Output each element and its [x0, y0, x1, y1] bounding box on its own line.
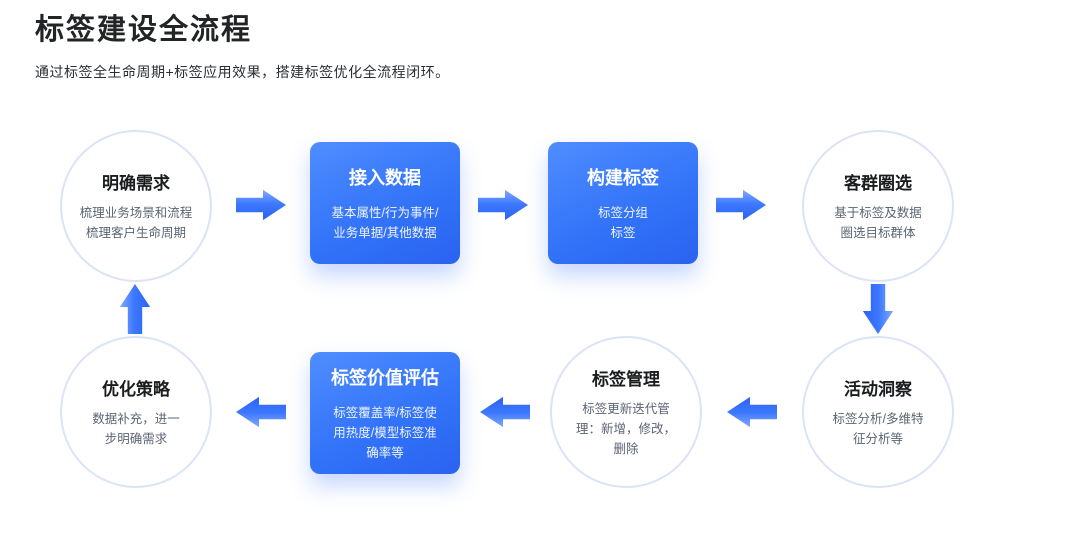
node-tag-management: 标签管理 标签更新迭代管 理：新增，修改， 删除 — [550, 336, 702, 488]
arrow-right-icon — [236, 189, 286, 221]
arrow-left-icon — [727, 394, 777, 430]
node-audience-selection: 客群圈选 基于标签及数据 圈选目标群体 — [802, 130, 954, 282]
arrow-right-icon — [716, 189, 766, 221]
arrow-up-icon — [117, 284, 153, 334]
node-optimization-strategy: 优化策略 数据补充，进一 步明确需求 — [60, 336, 212, 488]
node-desc: 标签分析/多维特 征分析等 — [819, 409, 938, 449]
node-desc: 基本属性/行为事件/ 业务单据/其他数据 — [324, 203, 447, 243]
node-desc-line: 标签分析/多维特 — [832, 412, 924, 426]
node-desc-line: 标签分组 — [597, 205, 648, 220]
node-activity-insight: 活动洞察 标签分析/多维特 征分析等 — [802, 336, 954, 488]
node-desc-line: 梳理客户生命周期 — [85, 226, 186, 240]
node-desc-line: 梳理业务场景和流程 — [79, 206, 193, 220]
node-title: 客群圈选 — [844, 174, 912, 193]
node-desc-line: 征分析等 — [852, 432, 903, 446]
node-desc-line: 标签 — [610, 225, 636, 240]
node-title: 优化策略 — [102, 380, 170, 399]
node-data-ingestion: 接入数据 基本属性/行为事件/ 业务单据/其他数据 — [310, 142, 460, 264]
node-tag-value-evaluation: 标签价值评估 标签覆盖率/标签使 用热度/模型标签准 确率等 — [310, 352, 460, 474]
node-desc-line: 业务单据/其他数据 — [333, 225, 437, 240]
node-desc-line: 数据补充，进一 — [92, 412, 180, 426]
node-title: 活动洞察 — [844, 380, 912, 399]
node-desc: 梳理业务场景和流程 梳理客户生命周期 — [66, 203, 207, 243]
node-title: 接入数据 — [349, 167, 421, 188]
node-desc-line: 圈选目标群体 — [840, 226, 916, 240]
node-build-tags: 构建标签 标签分组 标签 — [548, 142, 698, 264]
arrow-right-icon — [478, 189, 528, 221]
node-desc-line: 用热度/模型标签准 — [333, 425, 437, 440]
arrow-left-icon — [236, 394, 286, 430]
node-desc: 数据补充，进一 步明确需求 — [78, 409, 194, 449]
node-desc: 标签更新迭代管 理：新增，修改， 删除 — [562, 399, 690, 459]
node-title: 构建标签 — [587, 167, 659, 188]
node-desc-line: 步明确需求 — [104, 432, 168, 446]
page-subtitle: 通过标签全生命周期+标签应用效果，搭建标签优化全流程闭环。 — [35, 64, 450, 80]
node-desc-line: 基本属性/行为事件/ — [331, 205, 439, 220]
page-title: 标签建设全流程 — [35, 14, 253, 46]
node-desc: 标签覆盖率/标签使 用热度/模型标签准 确率等 — [325, 403, 444, 463]
node-title: 标签价值评估 — [331, 367, 439, 388]
node-desc-line: 理：新增，修改， — [575, 422, 676, 436]
node-desc: 标签分组 标签 — [590, 203, 656, 243]
arrow-left-icon — [480, 394, 530, 430]
arrow-down-icon — [860, 284, 896, 334]
node-desc-line: 确率等 — [366, 445, 404, 460]
node-desc-line: 基于标签及数据 — [834, 206, 922, 220]
node-title: 标签管理 — [592, 370, 660, 389]
node-desc: 基于标签及数据 圈选目标群体 — [820, 203, 936, 243]
node-title: 明确需求 — [102, 174, 170, 193]
node-desc-line: 标签更新迭代管 — [582, 402, 670, 416]
node-desc-line: 标签覆盖率/标签使 — [333, 405, 437, 420]
node-desc-line: 删除 — [613, 442, 639, 456]
node-clarify-requirements: 明确需求 梳理业务场景和流程 梳理客户生命周期 — [60, 130, 212, 282]
